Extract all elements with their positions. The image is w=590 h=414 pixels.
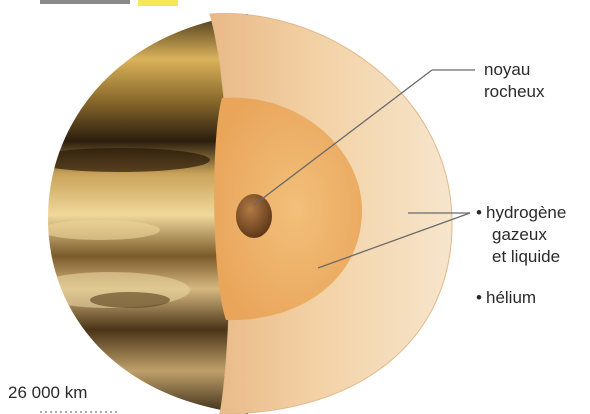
diameter-label: 26 000 km (8, 382, 87, 404)
helium-bullet: • (476, 287, 482, 309)
header-text-fragment (40, 0, 130, 4)
hydrogen-label-line2: gazeux (492, 224, 547, 246)
core-label-line1: noyau (484, 59, 530, 81)
hydrogen-label-line1: hydrogène (486, 202, 566, 224)
core-label-line2: rocheux (484, 81, 544, 103)
rocky-core (236, 194, 272, 238)
helium-label: hélium (486, 287, 536, 309)
highlight-mark (138, 0, 178, 6)
hydrogen-label-line3: et liquide (492, 246, 560, 268)
hydrogen-bullet: • (476, 202, 482, 224)
